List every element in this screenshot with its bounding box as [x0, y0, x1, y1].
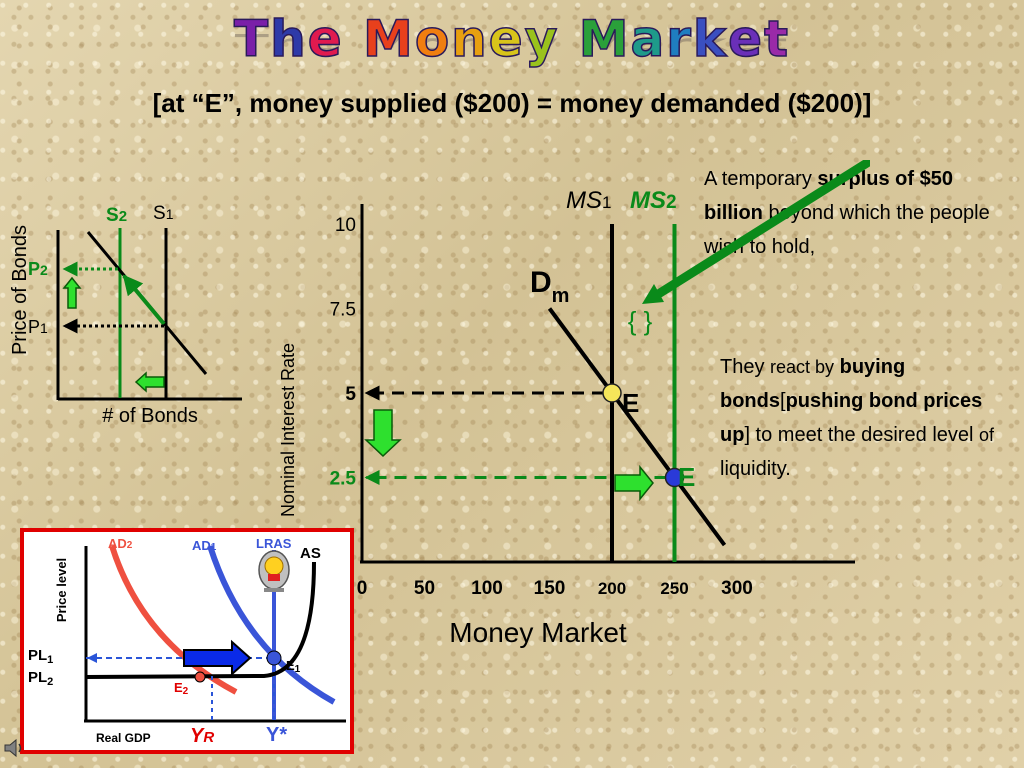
ad-as-panel: Price level AD2 AD1 LRAS AS PL1 PL2 E1 E…: [20, 528, 354, 754]
dm-label: Dm: [530, 266, 569, 307]
mm-x-tick-label: 250: [660, 579, 688, 598]
title-letter: r: [665, 9, 693, 69]
mm-equilibrium-point: [602, 383, 622, 403]
gdp-xlabel: Real GDP: [96, 731, 151, 745]
bond-market-graph: Price of Bonds S2 S1 P2 P1 # of Bonds: [9, 203, 242, 427]
as-curve: [85, 561, 316, 679]
mm-y-tick-label: 5: [345, 384, 356, 405]
ystar-label: Y*: [266, 724, 287, 746]
note-react-p6: ] to meet the desired level: [744, 424, 974, 446]
mm-ylabel: Nominal Interest Rate: [278, 343, 298, 517]
subtitle: [at “E”, money supplied ($200) = money d…: [152, 88, 872, 118]
mascot-icon: [258, 550, 290, 592]
e1-gdp-label: E1: [286, 658, 301, 675]
bond-s1-label: S1: [153, 203, 174, 224]
title-letter: a: [630, 9, 667, 69]
title-letter: y: [524, 9, 560, 69]
bond-up-arrow-icon: [62, 276, 82, 309]
ad2-curve: [109, 545, 238, 695]
bond-s2-label: S2: [106, 205, 127, 226]
rate-down-arrow-icon: [364, 409, 402, 458]
title-letter: e: [727, 9, 765, 69]
surplus-pointer-head-icon: [642, 284, 664, 304]
speaker-icon[interactable]: [2, 736, 26, 760]
note-react: They react by buying bonds[pushing bond …: [720, 350, 1012, 486]
note-react-p5: pushing bond prices up: [720, 390, 983, 446]
e1-point: [266, 650, 282, 666]
mm-xlabel: Money Market: [449, 617, 627, 648]
ad-as-graph: Price level AD2 AD1 LRAS AS PL1 PL2 E1 E…: [28, 536, 346, 747]
e2-label: E: [678, 462, 695, 492]
bond-movement-arrow: [122, 274, 166, 326]
note-surplus-p1: A temporary: [704, 168, 812, 190]
mm-y-ticks: 10 7.5 5 2.5: [330, 215, 357, 490]
title-wrap: The Money Market: [0, 9, 1024, 69]
title-letter: e: [307, 9, 344, 69]
mm-y-tick-label: 7.5: [330, 300, 356, 321]
note-react-p8: liquidity.: [720, 458, 791, 480]
title-letter: h: [269, 9, 308, 69]
page-title: The Money Market: [233, 9, 790, 69]
surplus-pointer-line: [649, 160, 870, 302]
bond-xlabel: # of Bonds: [102, 405, 198, 427]
mm-x-tick-label: 150: [534, 578, 566, 599]
mm-x-ticks: 0 50 100 150 200 250 300: [357, 578, 753, 599]
ad1-curve: [207, 545, 336, 705]
bond-p1-label: P1: [28, 317, 48, 337]
e2-point: [194, 671, 206, 683]
note-react-p1: They: [720, 356, 765, 378]
ad1-label: AD1: [192, 538, 217, 553]
title-letter: t: [763, 9, 790, 69]
title-letter: M: [362, 9, 415, 69]
e1-label: E: [622, 388, 639, 418]
title-shadow: The Money Market: [234, 30, 790, 57]
mm-y-tick-label: 2.5: [330, 469, 357, 490]
ad-shift-arrow-icon: [183, 639, 252, 677]
mm-x-tick-label: 0: [357, 578, 368, 599]
mm-x-tick-label: 200: [598, 579, 626, 598]
title-letter: o: [414, 9, 452, 69]
gdp-ylabel: Price level: [54, 558, 69, 622]
rate-right-arrow-icon: [614, 464, 654, 502]
yr-label: YR: [190, 725, 214, 747]
mm-x-tick-label: 300: [721, 578, 753, 599]
surplus-brace: { }: [628, 306, 653, 336]
title-letter: M: [578, 9, 631, 69]
title-letter: [344, 10, 363, 68]
ms2-label: MS2: [630, 187, 677, 214]
mm-points: [602, 383, 685, 488]
title-letter: T: [233, 9, 271, 69]
note-react-p7: of: [979, 425, 995, 445]
bond-ylabel: Price of Bonds: [9, 225, 31, 355]
title-letter: k: [692, 9, 729, 69]
ad2-label: AD2: [108, 536, 133, 551]
mm-x-tick-label: 100: [471, 578, 503, 599]
as-label: AS: [300, 545, 321, 562]
bond-left-arrow-icon: [134, 371, 165, 393]
title-letter: n: [450, 9, 489, 69]
mm-y-tick-label: 10: [335, 215, 356, 236]
title-letter: e: [488, 9, 525, 69]
bond-p2-label: P2: [28, 259, 48, 279]
note-react-p3: buying bonds: [720, 356, 906, 412]
money-market-graph: Nominal Interest Rate 10 7.5 5 2.5 0 50 100 15…: [278, 160, 870, 648]
ms1-label: MS1: [566, 187, 611, 214]
e2-gdp-label: E2: [174, 680, 189, 697]
pl2-label: PL2: [28, 669, 53, 688]
mm-x-tick-label: 50: [414, 578, 435, 599]
mm-equilibrium-point: [664, 467, 685, 488]
title-letter: [559, 10, 578, 68]
note-react-p2: react by: [770, 357, 835, 377]
note-react-p4: [: [780, 390, 786, 412]
pl1-label: PL1: [28, 647, 53, 666]
mm-series-dm-line: [547, 307, 727, 547]
lras-label: LRAS: [256, 536, 292, 551]
